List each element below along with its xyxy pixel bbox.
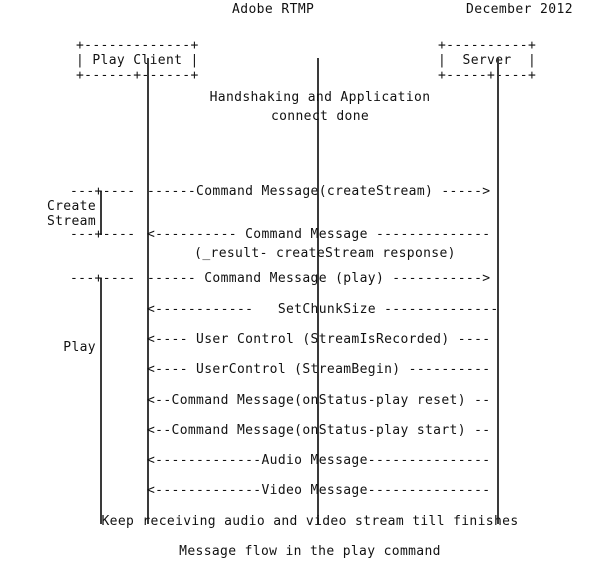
lifeline-center [317, 58, 319, 524]
message-play-request: ------ Command Message (play) ----------… [147, 271, 491, 286]
message-create-stream-request: ------Command Message(createStream) ----… [147, 184, 491, 199]
participant-box-server: +----------+ | Server | +-----+----+ [438, 38, 536, 83]
server-box-bottom-border: +-----+----+ [438, 68, 537, 83]
scope-tick-play-top: ---+---- [70, 271, 136, 286]
diagram-caption: Message flow in the play command [179, 544, 441, 559]
client-box-bottom-border: +------+------+ [76, 68, 199, 83]
scope-label-create: Create [46, 199, 96, 214]
server-box-top-border: +----------+ [438, 38, 537, 53]
client-box-top-border: +-------------+ [76, 38, 199, 53]
message-on-status-play-start: <--Command Message(onStatus-play start) … [147, 423, 491, 438]
page-header: Adobe RTMP December 2012 [0, 0, 600, 26]
lifeline-server [497, 58, 499, 524]
scope-label-stream: Stream [46, 214, 96, 229]
note-handshaking: Handshaking and Application connect done [209, 90, 431, 124]
sequence-diagram: +-------------+ | Play Client | +------+… [0, 30, 600, 569]
scope-bar-play [100, 278, 102, 524]
message-set-chunk-size: <------------ SetChunkSize -------------… [147, 302, 499, 317]
message-on-status-play-reset: <--Command Message(onStatus-play reset) … [147, 393, 491, 408]
message-create-stream-response-sub: (_result- createStream response) [194, 246, 456, 261]
message-audio: <-------------Audio Message-------------… [147, 453, 491, 468]
server-box-label-row: | Server | [438, 53, 537, 68]
message-create-stream-response: <---------- Command Message ------------… [147, 227, 491, 242]
document-date: December 2012 [466, 2, 573, 17]
scope-bar-create-stream [100, 191, 102, 235]
lifeline-play-client [147, 58, 149, 524]
message-user-control-stream-begin: <---- UserControl (StreamBegin) --------… [147, 362, 491, 377]
message-user-control-stream-is-recorded: <---- User Control (StreamIsRecorded) --… [147, 332, 491, 347]
scope-label-play: Play [63, 340, 96, 355]
scope-tick-create-stream-bottom: ---+---- [70, 227, 136, 242]
scope-tick-create-stream-top: ---+---- [70, 184, 136, 199]
client-box-label-row: | Play Client | [76, 53, 199, 68]
document-title: Adobe RTMP [232, 2, 315, 17]
participant-box-play-client: +-------------+ | Play Client | +------+… [76, 38, 199, 83]
note-keep-receiving: Keep receiving audio and video stream ti… [101, 514, 519, 529]
message-video: <-------------Video Message-------------… [147, 483, 491, 498]
